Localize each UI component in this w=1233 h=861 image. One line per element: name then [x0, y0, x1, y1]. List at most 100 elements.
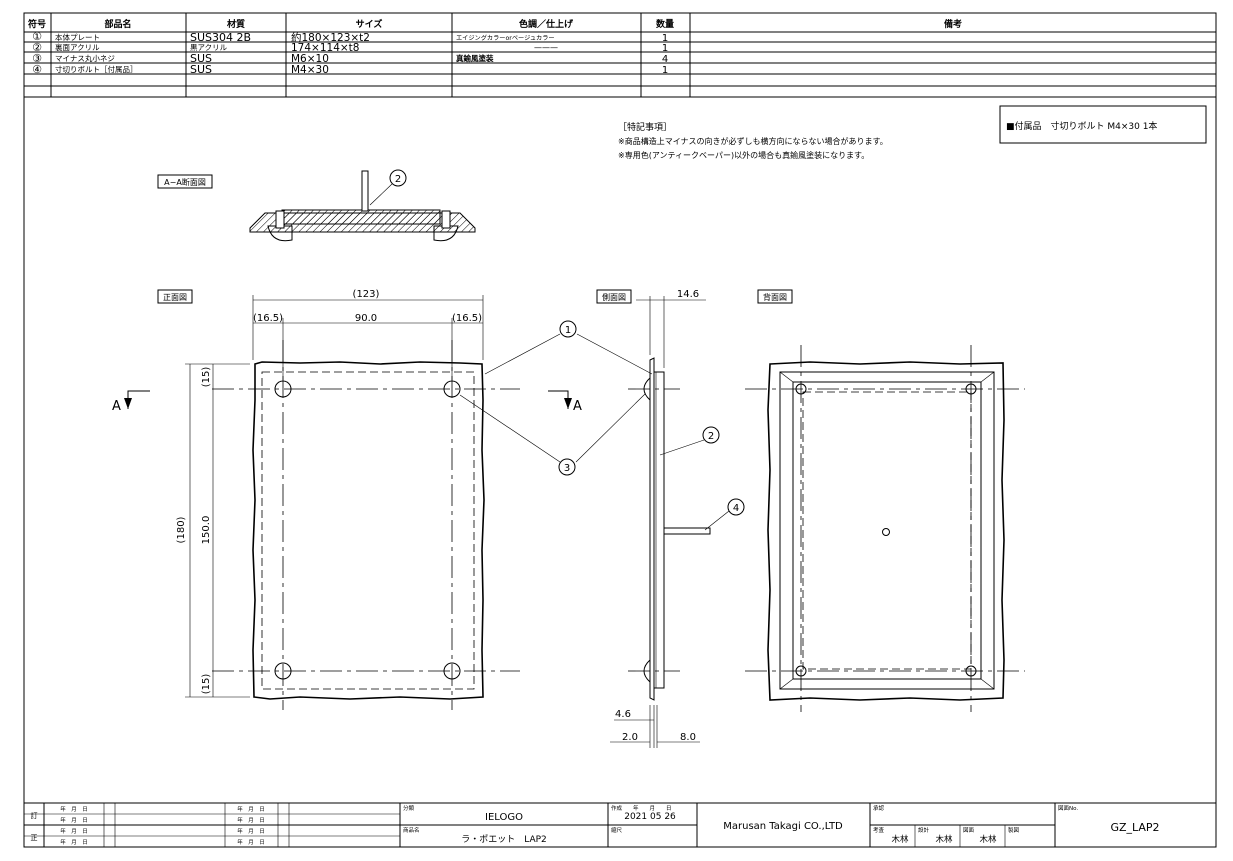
dim-overall-width: (123) [353, 289, 380, 300]
section-view-label: A−A断面図 [164, 177, 206, 187]
back-plate-outline [767, 361, 1005, 701]
notes-line-2: ※専用色(アンティークベーパー)以外の場合も真鍮風塗装になります。 [618, 150, 869, 160]
front-acrylic-hidden [261, 371, 475, 690]
balloon-3-label: 3 [564, 463, 570, 474]
balloon-2-label: 2 [708, 431, 714, 442]
front-hole-bottom-left [274, 662, 292, 680]
bunrui-value: IELOGO [485, 812, 523, 823]
dim-side-total: 14.6 [677, 289, 699, 300]
row-1-qty: 1 [662, 33, 668, 44]
created-value: 2021 05 26 [624, 812, 676, 822]
side-view-label: 側面図 [602, 292, 626, 302]
row-1-name: 本体プレート [55, 32, 100, 42]
row-4-name: 寸切りボルト［付属品］ [55, 64, 138, 74]
row-3-size: M6×10 [291, 53, 329, 65]
drafter-value: 木林 [979, 834, 997, 845]
dim-overall-height: (180) [176, 516, 187, 543]
balloon-4 [727, 498, 745, 516]
dim-hole-spacing-h: 90.0 [355, 313, 377, 324]
rev-date-1d: 年 月 日 [60, 838, 88, 846]
rev-date-2d: 年 月 日 [237, 838, 265, 846]
row-4-no: ④ [32, 63, 42, 76]
row-3-finish: 真鍮風塗装 [456, 53, 494, 63]
rev-date-1a: 年 月 日 [60, 805, 88, 813]
row-3-name: マイナス丸小ネジ [55, 53, 115, 63]
section-balloon-2 [389, 169, 407, 187]
product-label: 商品名 [403, 826, 420, 834]
bunrui-label: 分類 [403, 804, 415, 812]
dim-top-margin: (15) [201, 367, 212, 388]
back-center-hole [882, 528, 890, 536]
header-finish: 色調／仕上げ [519, 18, 574, 30]
back-view: 背面図 [745, 289, 1025, 712]
front-view-label: 正面図 [163, 293, 187, 302]
row-4-qty: 1 [662, 65, 668, 76]
rev-date-2c: 年 月 日 [237, 827, 265, 835]
front-hole-top-left [274, 380, 292, 398]
notes-title: ［特記事項］ [618, 121, 672, 133]
sheet-border [23, 12, 1217, 848]
row-4-size: M4×30 [291, 64, 329, 76]
side-view: 側面図 14.6 4.6 2.0 8.0 1 [459, 289, 745, 748]
header-quantity: 数量 [656, 18, 674, 30]
header-remarks: 備考 [944, 18, 962, 30]
header-material: 材質 [226, 18, 245, 30]
row-2-size: 174×114×t8 [291, 42, 359, 54]
row-2-finish: ——— [534, 43, 558, 52]
side-view-label-box [596, 289, 632, 304]
dim-side-2-0: 2.0 [622, 732, 638, 743]
product-value: ラ・ポエット LAP2 [461, 834, 547, 845]
row-3-material: SUS [190, 52, 212, 65]
back-hole-top-right [965, 383, 977, 395]
row-3-no: ③ [32, 52, 42, 65]
rev-date-1b: 年 月 日 [60, 816, 88, 824]
revision-label-1: 訂 [31, 811, 38, 820]
company-name: Marusan Takagi CO.,LTD [723, 821, 843, 832]
design-label: 設計 [918, 826, 930, 834]
design-value: 木林 [935, 834, 953, 845]
parts-table: 符号 部品名 材質 サイズ 色調／仕上げ 数量 備考 ① 本体プレート SUS3… [24, 13, 1216, 98]
section-mark-right: A [573, 399, 582, 414]
balloon-1-label: 1 [565, 325, 571, 336]
trace-label: 製図 [1008, 826, 1020, 834]
accessory-box [999, 105, 1207, 144]
front-view-label-box [157, 289, 193, 304]
section-view-label-box [157, 174, 213, 189]
dim-side-8-0: 8.0 [680, 732, 696, 743]
back-view-label-box [757, 289, 793, 304]
dim-right-margin: (16.5) [452, 313, 482, 324]
row-1-finish: エイジングカラーorベージュカラー [456, 34, 555, 42]
drawing-no-label: 図面No. [1058, 805, 1078, 812]
front-plate-outline [252, 361, 485, 700]
drawing-no: GZ_LAP2 [1110, 821, 1159, 834]
check-label: 考査 [873, 826, 885, 834]
revision-label-2: 正 [31, 834, 38, 842]
back-hole-bottom-right [965, 665, 977, 677]
row-3-qty: 4 [662, 54, 668, 65]
check-value: 木林 [891, 834, 909, 845]
section-balloon-2-label: 2 [395, 174, 401, 185]
accessory-text: ■付属品 寸切りボルト M4×30 1本 [1006, 120, 1157, 132]
back-frame-inner [792, 381, 982, 680]
header-part-name: 部品名 [104, 18, 131, 30]
section-mark-left: A [112, 399, 121, 414]
section-view-aa: A−A断面図 2 [157, 169, 476, 242]
row-2-qty: 1 [662, 43, 668, 54]
front-view: 正面図 (123) (16.5) 90.0 (16.5) (180) (15) [112, 289, 582, 710]
back-hole-bottom-left [795, 665, 807, 677]
created-label: 作成 年 月 日 [611, 804, 672, 812]
row-2-no: ② [32, 41, 42, 54]
header-size: サイズ [356, 18, 383, 30]
special-notes: ［特記事項］ ※商品構造上マイナスの向きが必ずしも横方向にならない場合があります… [618, 121, 888, 160]
balloon-3 [558, 458, 576, 476]
front-hole-top-right [443, 380, 461, 398]
dim-left-margin: (16.5) [253, 313, 283, 324]
balloon-1 [559, 320, 577, 338]
header-symbol: 符号 [28, 18, 46, 30]
row-4-material: SUS [190, 63, 212, 76]
row-1-material: SUS304 2B [190, 31, 251, 44]
dim-hole-spacing-v: 150.0 [201, 516, 212, 545]
back-view-label: 背面図 [763, 292, 787, 302]
dim-side-4-6: 4.6 [615, 709, 631, 720]
